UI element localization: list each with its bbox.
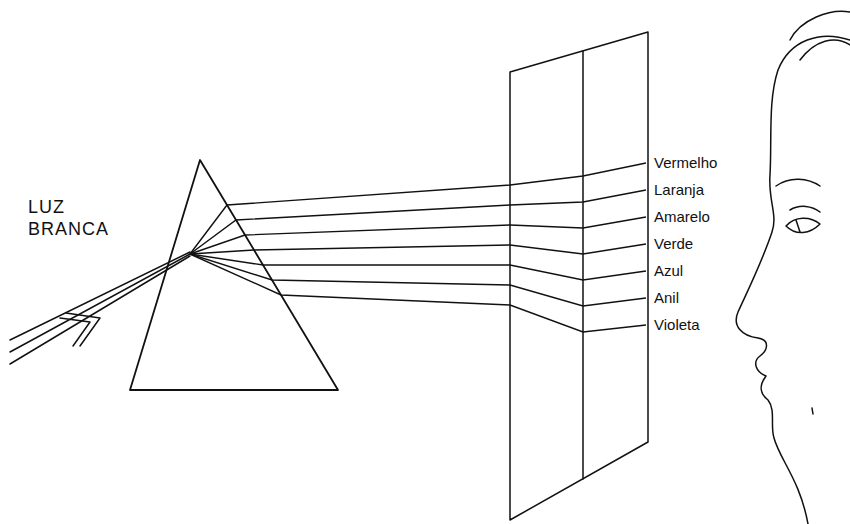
light-ray <box>190 254 646 306</box>
face-profile <box>736 36 850 524</box>
color-label: Violeta <box>654 316 700 334</box>
hair <box>790 11 850 40</box>
prism <box>130 160 338 390</box>
light-ray <box>190 190 646 254</box>
color-label: Verde <box>654 235 693 253</box>
eye <box>796 220 800 232</box>
color-label: Amarelo <box>654 208 710 226</box>
screen <box>510 32 648 520</box>
eyelid <box>790 206 820 212</box>
screen-fold <box>582 51 584 479</box>
light-label: LUZ BRANCA <box>28 196 108 240</box>
chin-mark <box>812 408 813 414</box>
light-beam <box>10 256 190 364</box>
arrow-head <box>66 313 100 346</box>
light-ray <box>190 163 646 254</box>
light-ray <box>190 254 646 332</box>
color-label: Anil <box>654 289 679 307</box>
color-label: Azul <box>654 262 683 280</box>
color-label: Laranja <box>654 181 704 199</box>
eyebrow <box>776 179 820 186</box>
light-ray <box>190 217 646 254</box>
light-ray <box>190 244 646 254</box>
light-beam <box>10 254 190 352</box>
eye <box>786 218 820 232</box>
color-label: Vermelho <box>654 154 717 172</box>
hair <box>800 40 850 60</box>
light-beam <box>10 252 190 340</box>
arrow-head <box>60 318 90 346</box>
